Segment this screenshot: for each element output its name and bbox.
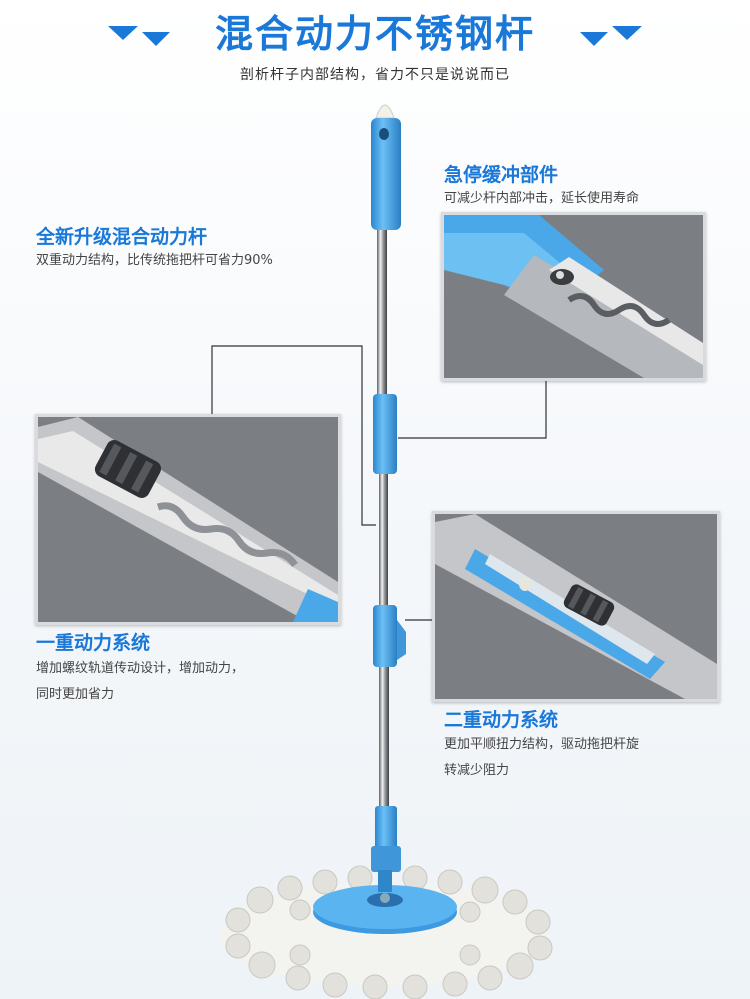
feature-desc-secondary-line1: 更加平顺扭力结构，驱动拖把杆旋	[444, 737, 640, 752]
feature-desc-secondary-line2: 转减少阻力	[444, 763, 510, 778]
feature-desc-hybrid: 双重动力结构，比传统拖把杆可省力90%	[36, 253, 273, 268]
primary-system-closeup-panel	[35, 414, 341, 625]
feature-desc-buffer: 可减少杆内部冲击，延长使用寿命	[444, 191, 640, 206]
spring-coupler	[94, 440, 162, 498]
mop-head	[220, 865, 553, 999]
buffer-closeup-panel	[441, 212, 706, 381]
page-subtitle: 剖析杆子内部结构，省力不只是说说而已	[240, 67, 510, 83]
buffer-closeup-image	[444, 215, 703, 378]
chevron-down-icon	[108, 26, 170, 46]
secondary-system-closeup-panel	[432, 511, 720, 702]
spring-coupler	[563, 584, 615, 626]
feature-title-secondary: 二重动力系统	[444, 709, 559, 731]
feature-title-buffer: 急停缓冲部件	[444, 164, 559, 186]
feature-title-primary: 一重动力系统	[36, 632, 151, 654]
feature-title-hybrid: 全新升级混合动力杆	[36, 226, 208, 248]
title-row: 混合动力不锈钢杆	[0, 8, 750, 60]
secondary-system-closeup-image	[435, 514, 717, 699]
primary-system-closeup-image	[38, 417, 338, 622]
feature-desc-primary-line2: 同时更加省力	[36, 687, 115, 702]
page-title: 混合动力不锈钢杆	[214, 12, 535, 56]
chevron-down-icon	[580, 26, 642, 46]
mop-pole	[371, 104, 406, 892]
leader-lines	[211, 345, 547, 621]
feature-desc-primary-line1: 增加螺纹轨道传动设计，增加动力，	[36, 661, 245, 676]
